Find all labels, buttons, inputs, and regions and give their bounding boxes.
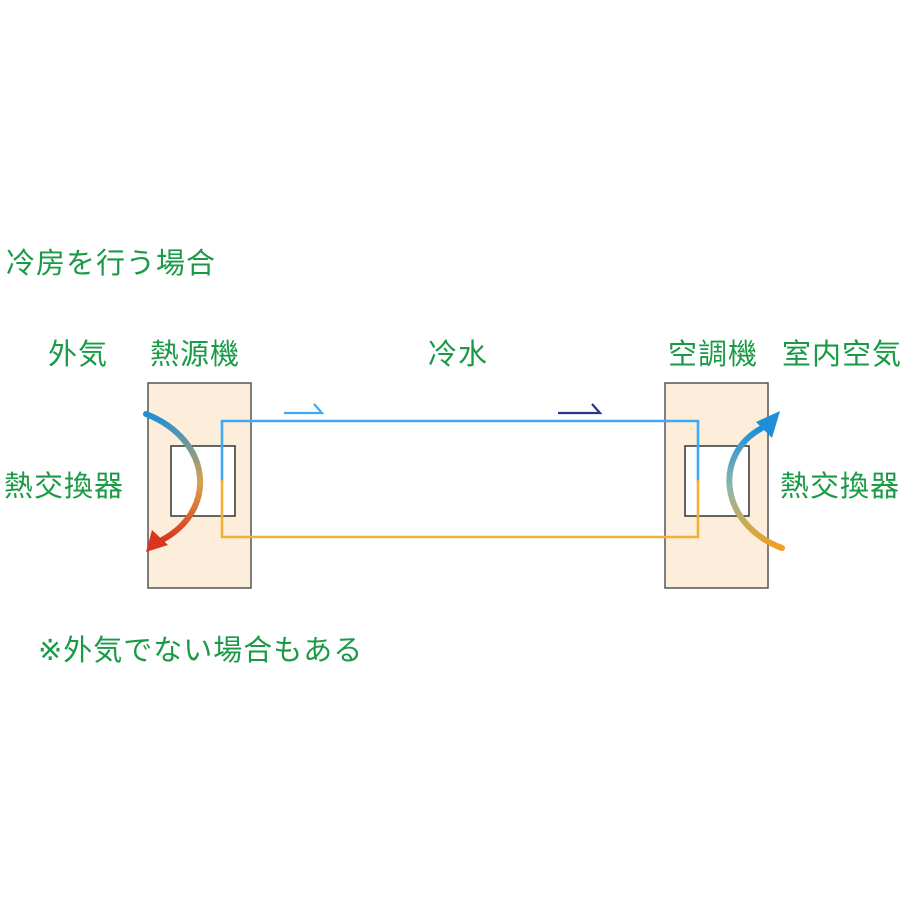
air-conditioner-exchanger [684,445,750,517]
heat-exchanger-right-label: 熱交換器 [780,469,901,503]
heat-exchanger-left-arrowhead [146,530,168,552]
indoor-air-label: 室内空気 [782,337,903,371]
heat-source-label: 熱源機 [150,337,241,371]
heat-exchanger-left-curve [143,411,204,543]
heat-exchanger-left-label: 熱交換器 [4,469,125,503]
heat-exchanger-right-arrowhead [756,411,780,438]
flow-arrow-dark [558,403,603,415]
return-pipe [220,480,700,539]
air-conditioner-label: 空調機 [668,337,759,371]
page-title: 冷房を行う場合 [6,246,217,280]
footnote: ※外気でない場合もある [38,633,364,667]
outside-air-label: 外気 [48,337,109,371]
heat-exchanger-right-curve [726,425,785,551]
flow-arrow-light [284,403,325,415]
supply-pipe [220,419,700,482]
chilled-water-label: 冷水 [428,337,489,371]
